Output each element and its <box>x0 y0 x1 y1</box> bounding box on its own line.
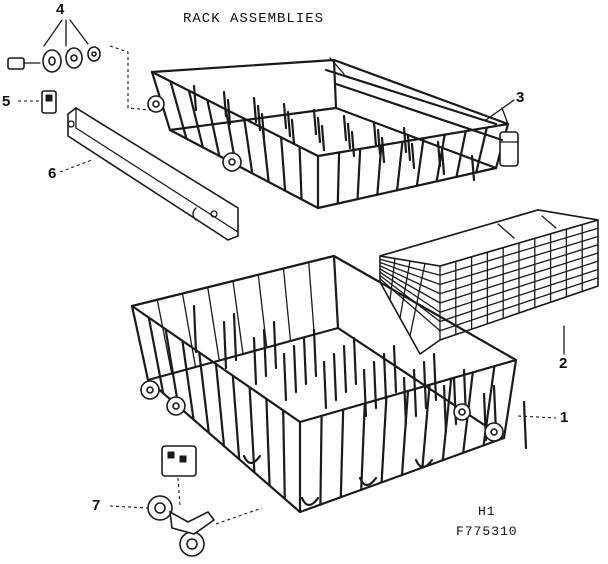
model-code-line2: F775310 <box>456 524 518 539</box>
part-7-wheel-assembly <box>109 445 263 557</box>
part-6-rail <box>59 107 239 241</box>
part-1-lower-rack <box>130 254 528 514</box>
callout-4: 4 <box>56 1 65 18</box>
callout-5: 5 <box>2 93 11 110</box>
diagram-title: RACK ASSEMBLIES <box>183 11 325 27</box>
callout-1: 1 <box>560 409 569 426</box>
callout-4-leaders <box>43 19 89 47</box>
callout-7: 7 <box>92 497 101 514</box>
part-3-upper-rack <box>147 57 519 210</box>
part-5-clip <box>18 90 57 114</box>
model-code-line1: H1 <box>478 504 496 519</box>
callout-leaders <box>485 99 565 419</box>
callout-3: 3 <box>516 89 525 106</box>
callout-6: 6 <box>48 165 57 182</box>
callout-2: 2 <box>559 355 568 372</box>
part-4-fastener-set <box>7 45 151 111</box>
part-2-silverware-basket <box>379 209 599 356</box>
